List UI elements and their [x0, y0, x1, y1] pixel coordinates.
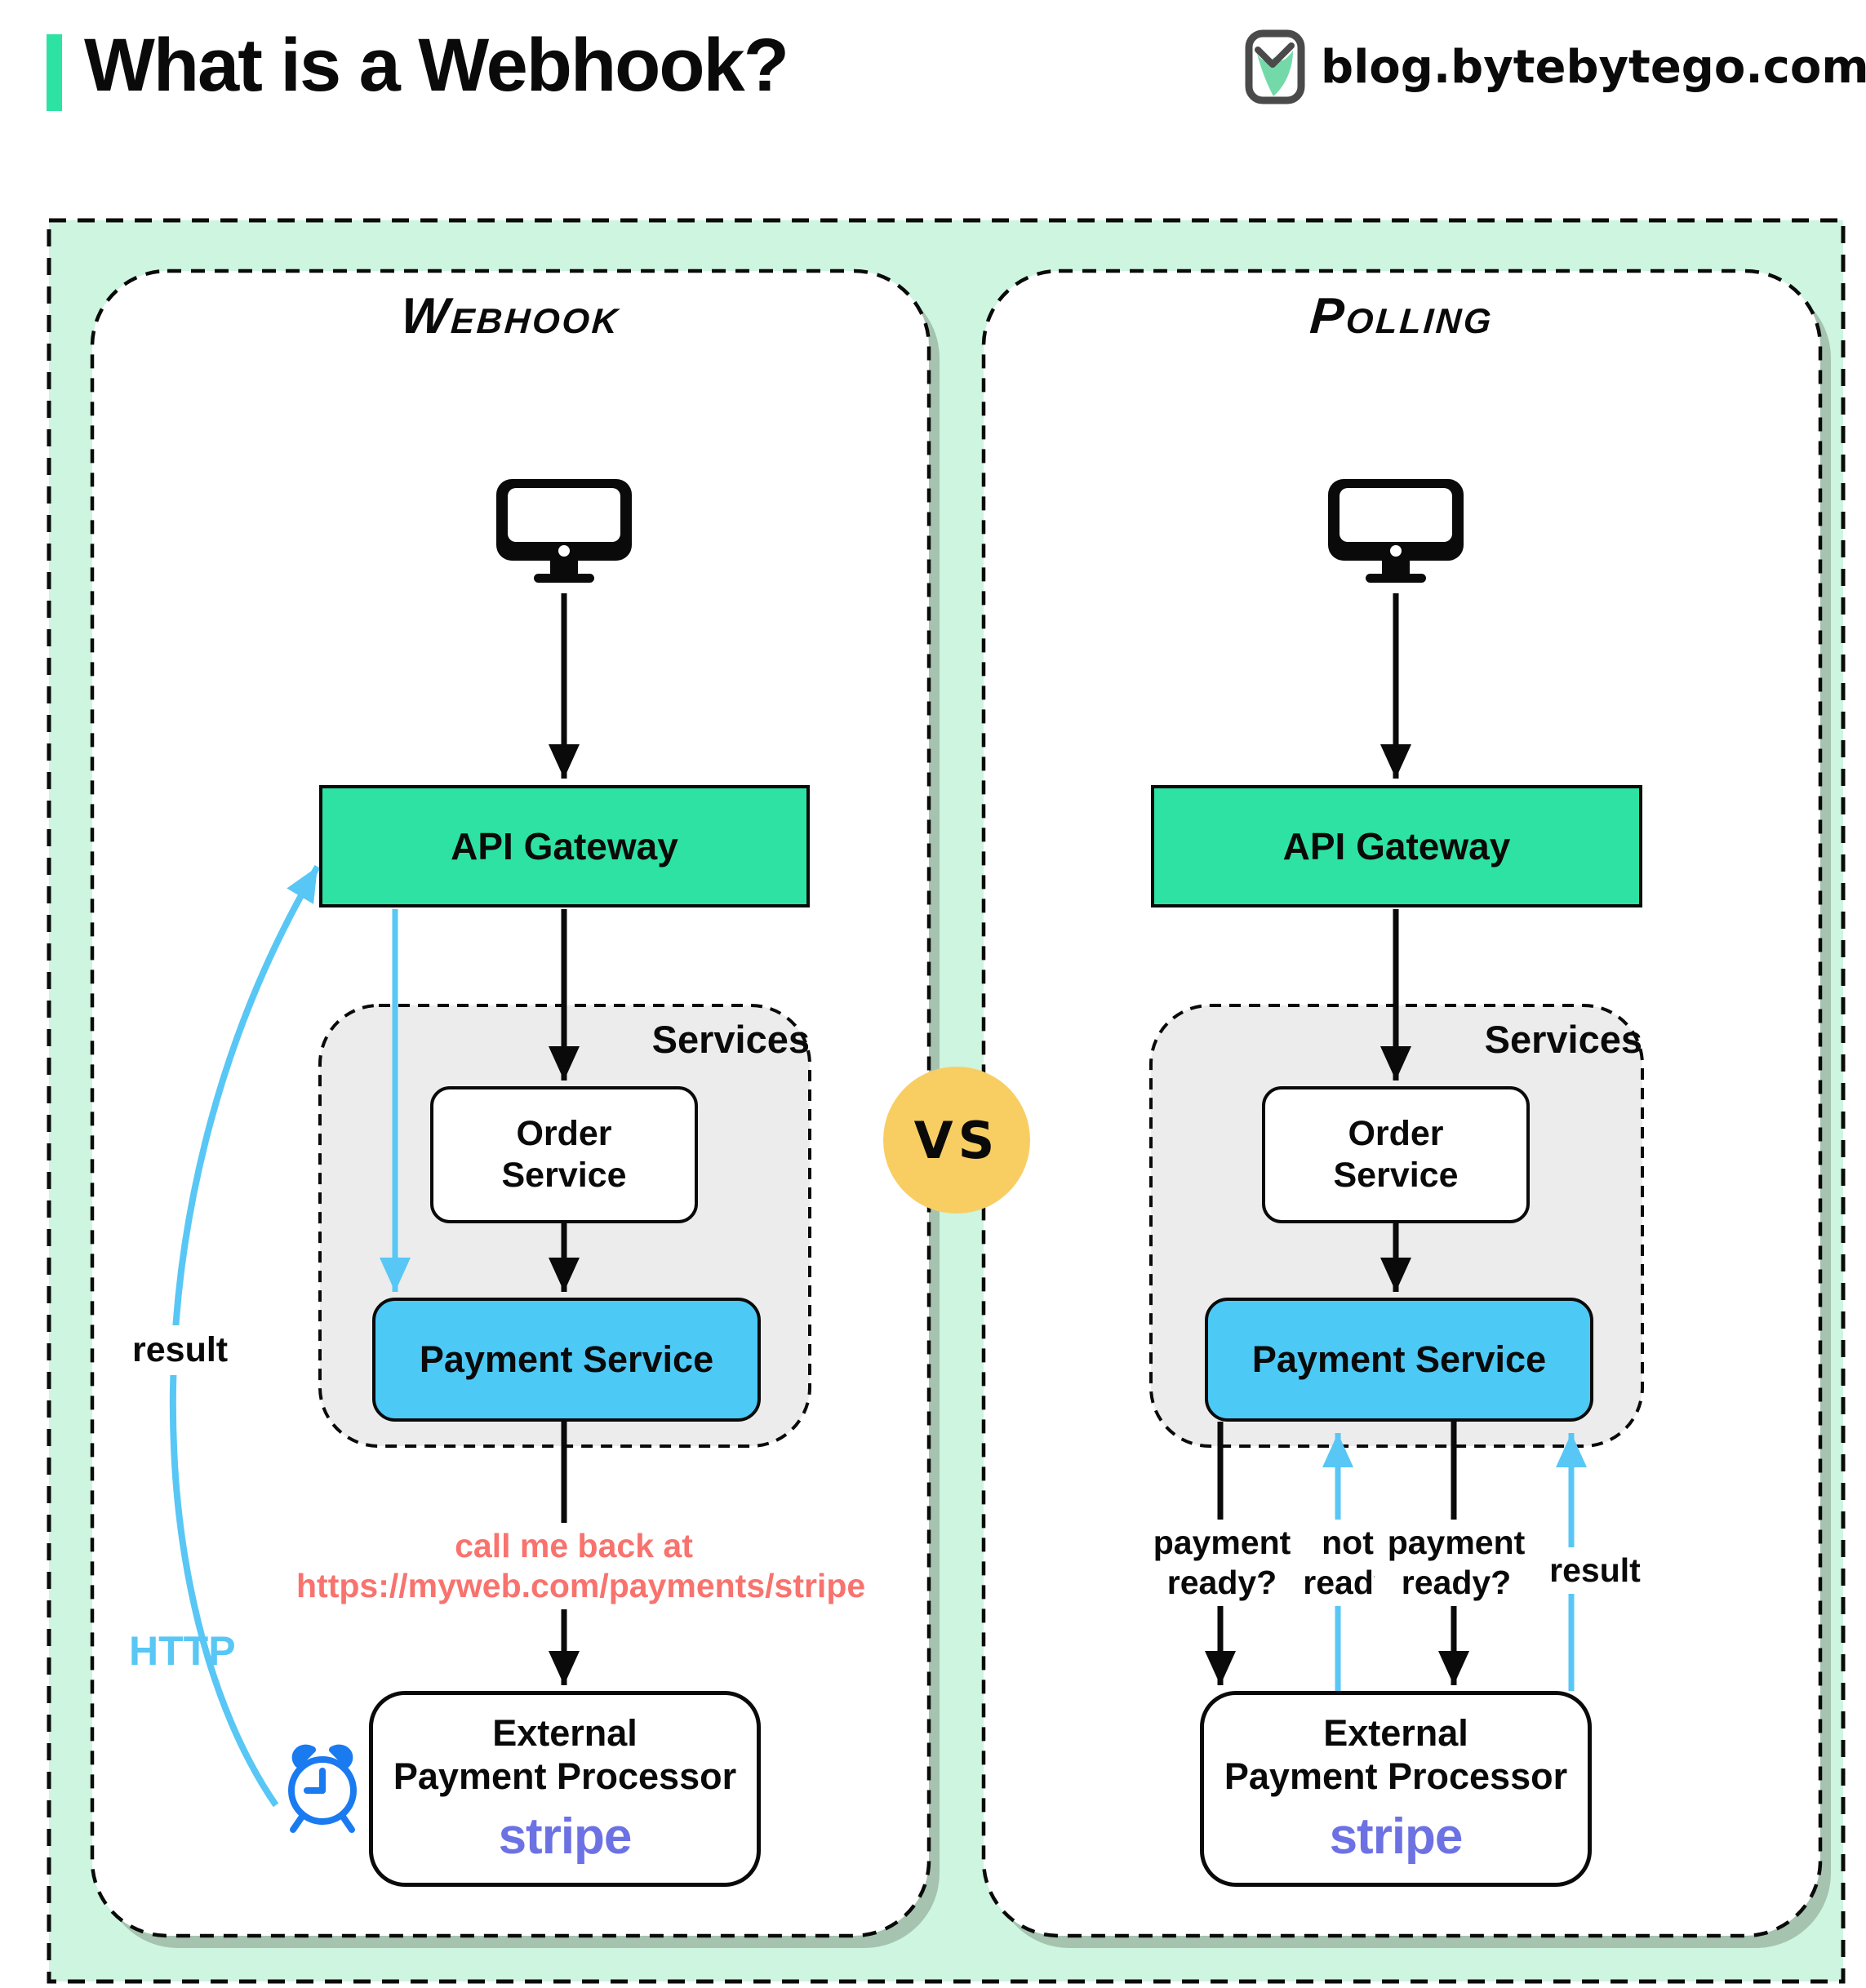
bytebytego-logo-icon: [1244, 29, 1306, 104]
page-title: What is a Webhook?: [84, 24, 789, 107]
services-group-label-polling: Services: [1484, 1018, 1642, 1061]
order-service-box-polling: Order Service: [1262, 1086, 1530, 1223]
payment-ready-label-2: payment ready?: [1375, 1520, 1538, 1607]
callback-url-note: call me back at https://myweb.com/paymen…: [296, 1523, 865, 1610]
external-payment-processor-box-webhook: External Payment Processor stripe: [369, 1691, 761, 1887]
alarm-clock-icon: [280, 1737, 365, 1838]
order-service-box-webhook: Order Service: [430, 1086, 698, 1223]
webhook-panel-title: Webhook: [398, 288, 623, 344]
title-accent-bar: [47, 34, 62, 111]
payment-service-box-polling: Payment Service: [1205, 1298, 1593, 1422]
computer-monitor-icon: [496, 479, 632, 585]
stripe-logo: stripe: [498, 1808, 633, 1865]
api-gateway-box-webhook: API Gateway: [319, 785, 810, 907]
payment-ready-label-1: payment ready?: [1140, 1520, 1304, 1607]
external-payment-processor-box-polling: External Payment Processor stripe: [1200, 1691, 1592, 1887]
http-label: HTTP: [129, 1628, 236, 1674]
result-label-polling: result: [1537, 1547, 1653, 1595]
external-processor-label: External Payment Processor: [1224, 1712, 1568, 1798]
vs-badge: VS: [883, 1067, 1030, 1214]
arrow-result-callback-curve: [169, 864, 321, 1808]
site-branding: blog.bytebytego.com: [1244, 29, 1866, 104]
stripe-logo: stripe: [1329, 1808, 1464, 1865]
api-gateway-box-polling: API Gateway: [1151, 785, 1642, 907]
polling-panel-title: Polling: [1308, 288, 1496, 344]
computer-monitor-icon: [1328, 479, 1464, 585]
result-label-webhook: result: [124, 1325, 237, 1375]
payment-service-box-webhook: Payment Service: [372, 1298, 761, 1422]
site-url: blog.bytebytego.com: [1321, 40, 1866, 94]
services-group-label-webhook: Services: [651, 1018, 810, 1061]
external-processor-label: External Payment Processor: [393, 1712, 737, 1798]
